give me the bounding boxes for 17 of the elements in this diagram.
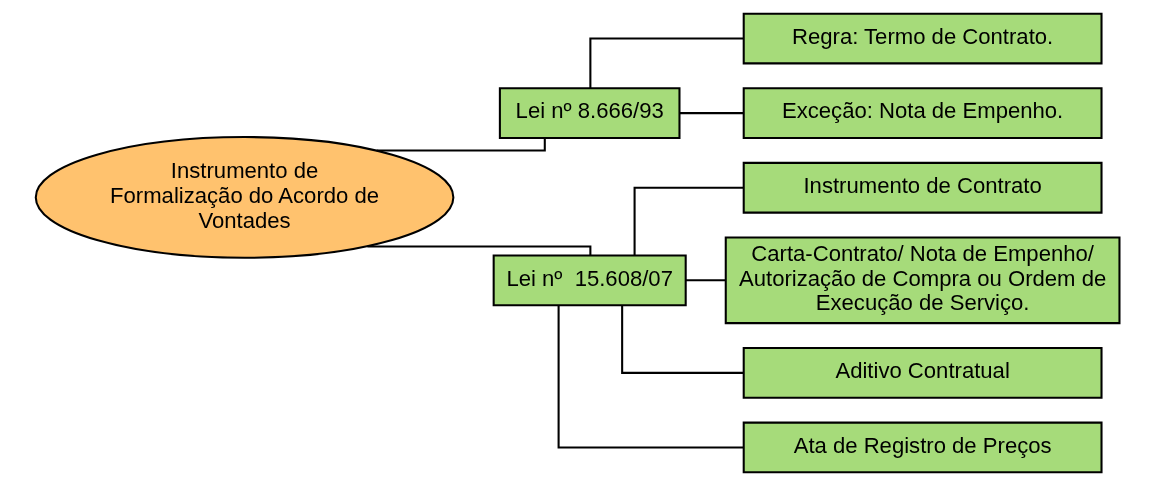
node-box: Instrumento de Contrato [742, 161, 1103, 214]
node-box: Exceção: Nota de Empenho. [742, 87, 1103, 140]
connector [621, 305, 744, 374]
node-box: Ata de Registro de Preços [742, 421, 1103, 474]
node-ellipse: Instrumento de Formalização do Acordo de Vontades [34, 136, 455, 259]
node-box: Carta-Contrato/ Nota de Empenho/ Autorização de Compra ou Ordem de Execução de Serviço. [724, 236, 1121, 325]
connector [679, 112, 744, 115]
connector [686, 279, 726, 282]
node-box: Aditivo Contratual [742, 346, 1103, 399]
connector [367, 245, 592, 256]
node-box: Regra: Termo de Contrato. [742, 12, 1103, 65]
connector [589, 37, 744, 88]
node-box: Lei nº 15.608/07 [492, 254, 687, 307]
node-box: Lei nº 8.666/93 [498, 87, 681, 140]
connector [557, 305, 744, 449]
connector [376, 138, 546, 152]
connector [633, 186, 744, 255]
